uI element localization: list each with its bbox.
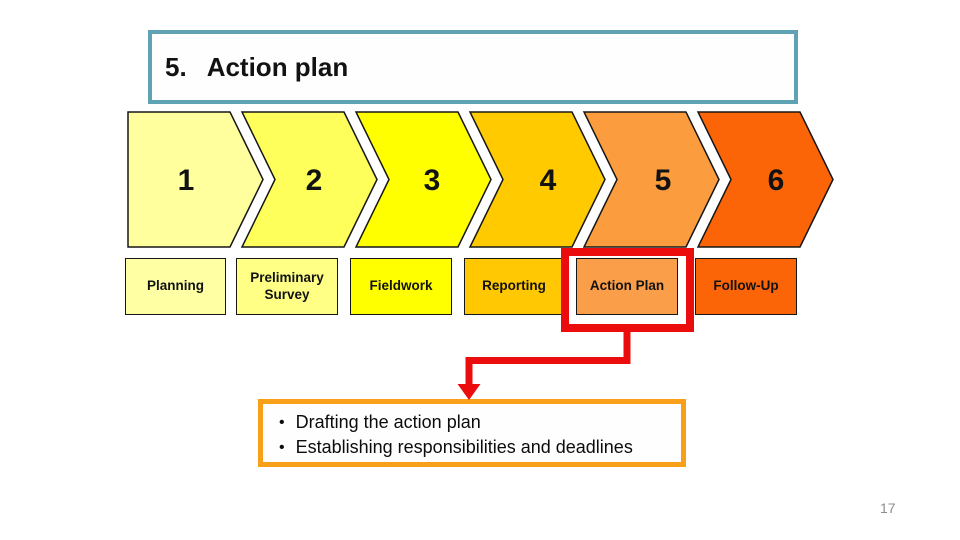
page-number: 17: [880, 500, 896, 516]
step-number-6: 6: [767, 164, 785, 197]
step-label-preliminary-survey: Preliminary Survey: [236, 258, 338, 315]
arrowhead-icon: [457, 384, 481, 400]
bullet-item: • Drafting the action plan: [279, 410, 673, 435]
chevron-step-6: [696, 111, 834, 248]
action-plan-highlight-frame: [561, 248, 694, 332]
bullet-item-text: Drafting the action plan: [295, 412, 481, 432]
step-number-4: 4: [539, 164, 557, 197]
chevron-step-3: [354, 111, 492, 248]
step-number-3: 3: [423, 164, 441, 197]
step-label-action-plan: Action Plan: [576, 258, 678, 315]
bullet-item: • Establishing responsibilities and dead…: [279, 435, 673, 460]
process-chevron-band: [127, 111, 834, 248]
connector-elbow-line: [465, 330, 631, 386]
callout-box: • Drafting the action plan • Establishin…: [258, 399, 686, 467]
chevron-step-5: [582, 111, 720, 248]
slide-title-box: 5. Action plan: [148, 30, 798, 104]
step-number-5: 5: [654, 164, 672, 197]
chevron-step-4: [468, 111, 606, 248]
chevron-step-2: [240, 111, 378, 248]
step-number-1: 1: [177, 164, 195, 197]
step-label-fieldwork: Fieldwork: [350, 258, 452, 315]
bullet-icon: •: [279, 439, 285, 456]
step-label-reporting: Reporting: [464, 258, 564, 315]
step-label-follow-up: Follow-Up: [695, 258, 797, 315]
step-label-planning: Planning: [125, 258, 226, 315]
step-number-2: 2: [305, 164, 323, 197]
slide-title-number: 5.: [165, 51, 187, 82]
page-title: Action plan: [206, 51, 349, 82]
bullet-item-text: Establishing responsibilities and deadli…: [295, 437, 633, 457]
bullet-icon: •: [279, 414, 285, 431]
chevron-step-1: [127, 111, 264, 248]
